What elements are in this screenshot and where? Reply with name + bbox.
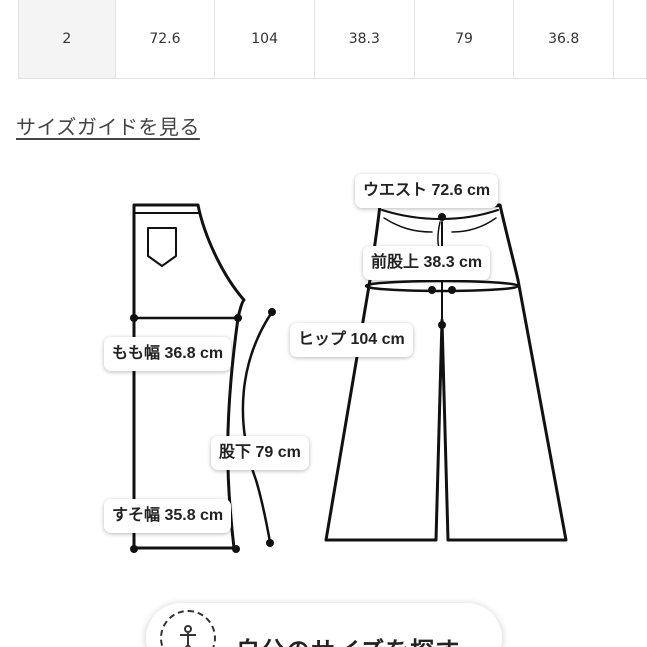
hip-label: ヒップ 104 cm (290, 323, 413, 357)
size-table: 2 72.6 104 38.3 79 36.8 3 (18, 0, 647, 79)
find-my-size-button[interactable]: 自分のサイズを探す (146, 603, 502, 647)
hip-cell: 104 (214, 0, 315, 79)
hem-label: すそ幅 35.8 cm (104, 499, 232, 533)
measure-icon (160, 610, 216, 647)
front-rise-cell: 38.3 (313, 0, 415, 79)
inseam-line (241, 310, 274, 544)
find-size-label: 自分のサイズを探す (236, 631, 460, 647)
inseam-cell: 79 (413, 0, 515, 79)
pants-diagram: ウエスト 72.6 cm 前股上 38.3 cm ヒップ 104 cm もも幅 … (0, 160, 647, 580)
size-guide-link[interactable]: サイズガイドを見る (16, 115, 200, 139)
waist-cell: 72.6 (114, 0, 216, 79)
size-cell: 2 (18, 0, 116, 79)
side-view-outline (132, 203, 246, 550)
back-pocket (147, 227, 177, 267)
waist-label: ウエスト 72.6 cm (355, 174, 499, 208)
table-row: 2 72.6 104 38.3 79 36.8 3 (18, 0, 647, 79)
hem-cell: 3 (613, 0, 647, 79)
inseam-label: 股下 79 cm (211, 436, 309, 470)
front-view-outline (324, 203, 568, 542)
pants-illustration (130, 203, 568, 553)
thigh-label: もも幅 36.8 cm (104, 337, 232, 371)
front-rise-label: 前股上 38.3 cm (363, 246, 491, 280)
thigh-cell: 36.8 (513, 0, 615, 79)
